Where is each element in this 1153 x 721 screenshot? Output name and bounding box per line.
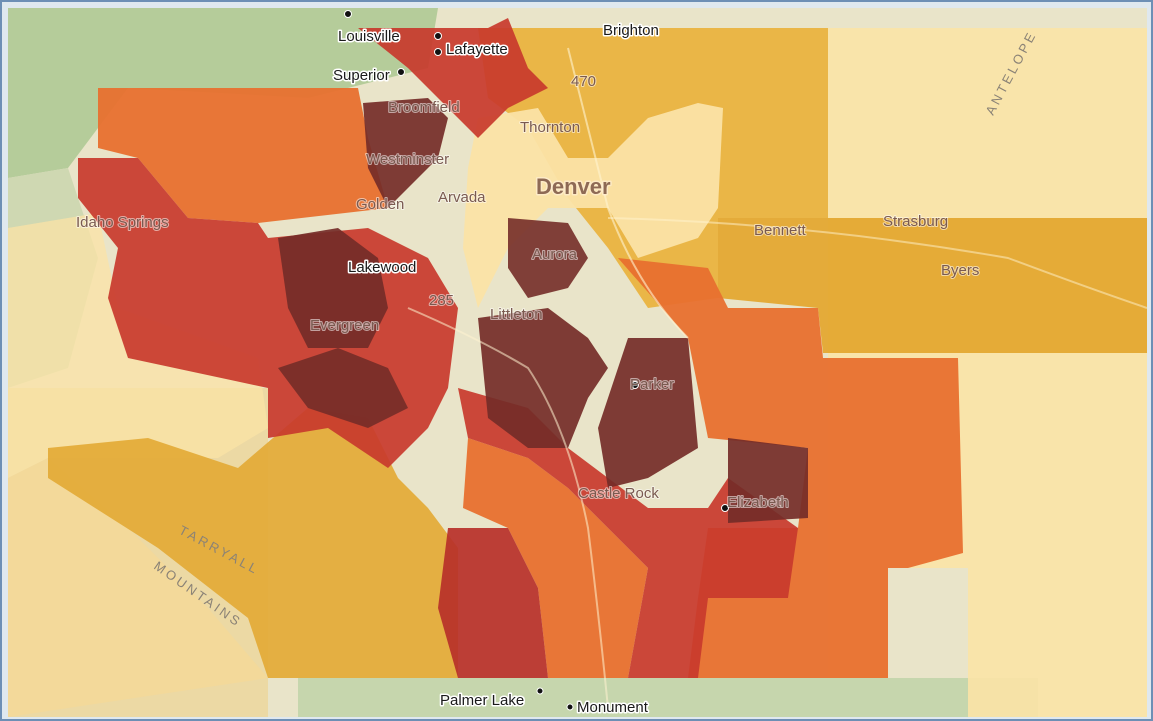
region-northwest-orange <box>98 88 388 223</box>
dot-lafayette <box>434 48 442 56</box>
region-south-red <box>458 388 798 678</box>
region-elizabeth-dark <box>728 438 808 523</box>
dot-palmer-lake <box>536 687 544 695</box>
label-idaho-springs: Idaho Springs <box>76 214 169 231</box>
region-west-red <box>78 158 268 388</box>
dot-top <box>344 10 352 18</box>
label-elizabeth: Elizabeth <box>727 494 789 511</box>
region-parker-dark <box>598 338 698 488</box>
label-byers: Byers <box>941 262 979 279</box>
dot-superior <box>397 68 405 76</box>
label-evergreen: Evergreen <box>310 317 379 334</box>
region-evergreen-dark <box>278 348 408 428</box>
highway-i70-line <box>607 217 1147 309</box>
label-monument: Monument <box>577 699 649 716</box>
label-superior: Superior <box>333 67 390 84</box>
region-aurora-dark <box>508 218 588 298</box>
label-highway-285: 285 <box>429 292 454 309</box>
region-north-red <box>358 18 548 138</box>
label-louisville: Louisville <box>338 28 400 45</box>
label-thornton: Thornton <box>520 119 580 136</box>
region-broomfield-dark <box>363 98 448 208</box>
region-palmer-red <box>438 528 548 678</box>
map-canvas[interactable]: Louisville Lafayette Superior Brighton B… <box>8 8 1147 717</box>
dot-parker <box>631 381 639 389</box>
label-lafayette: Lafayette <box>446 41 508 58</box>
region-south-gold <box>48 408 458 678</box>
label-highway-470: 470 <box>571 73 596 90</box>
label-bennett: Bennett <box>754 222 807 239</box>
region-east-gold <box>718 218 1147 353</box>
label-arvada: Arvada <box>438 189 486 206</box>
region-core-pale <box>463 103 723 308</box>
label-strasburg: Strasburg <box>883 213 948 230</box>
label-littleton: Littleton <box>490 306 543 323</box>
region-south-orange <box>463 438 648 678</box>
highway-i25-line <box>407 307 609 709</box>
choropleth-map[interactable]: Louisville Lafayette Superior Brighton B… <box>8 8 1147 717</box>
region-lakewood-dark <box>278 228 388 348</box>
label-parker: Parker <box>630 376 674 393</box>
label-lakewood: Lakewood <box>348 259 416 276</box>
highway-470-line <box>567 47 689 339</box>
label-denver: Denver <box>536 174 611 199</box>
label-broomfield: Broomfield <box>388 99 460 116</box>
label-palmer-lake: Palmer Lake <box>440 692 524 709</box>
label-aurora: Aurora <box>532 246 578 263</box>
basemap-south-strip <box>298 678 1038 717</box>
label-brighton: Brighton <box>603 22 659 39</box>
label-golden: Golden <box>356 196 404 213</box>
label-castle-rock: Castle Rock <box>578 485 659 502</box>
dot-louisville <box>434 32 442 40</box>
dot-monument <box>566 703 574 711</box>
region-southwest-pale <box>8 458 268 717</box>
label-westminster: Westminster <box>366 151 449 168</box>
dot-elizabeth <box>721 504 729 512</box>
region-littleton-dark <box>478 308 608 448</box>
